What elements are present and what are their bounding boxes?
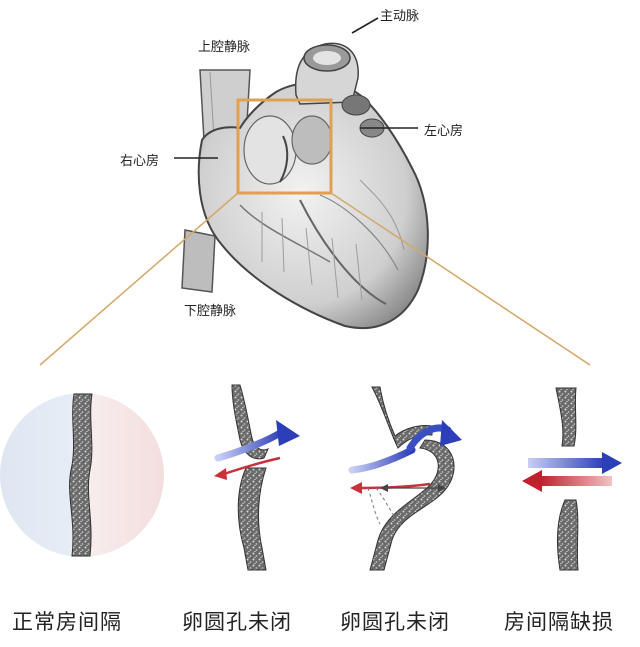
zoom-line-right (330, 192, 591, 366)
superior-vena-cava-label: 上腔静脉 (198, 40, 251, 55)
caption-normal-septum: 正常房间隔 (12, 610, 122, 634)
pfo-1-red-flow-arrow (223, 456, 281, 476)
left-atrium-label: 左心房 (424, 124, 464, 139)
aorta-label: 主动脉 (380, 9, 420, 24)
asd-blue-flow-arrow (528, 458, 604, 468)
normal-septum-wall (69, 393, 93, 557)
aorta-leader-line (351, 17, 379, 34)
pfo-1-septum-upper (231, 384, 270, 460)
septum-highlight-box (236, 98, 333, 195)
pfo-1-septum-lower (237, 467, 267, 571)
pfo-panel-2 (348, 386, 462, 571)
pfo-2-septum-flap (369, 439, 455, 571)
pfo-2-septum-upper (371, 386, 433, 449)
caption-pfo-1: 卵圆孔未闭 (182, 610, 292, 634)
normal-septum-panel (0, 393, 164, 557)
pfo-2-blue-flow-arrow (348, 446, 416, 474)
right-atrium-label: 右心房 (120, 154, 160, 169)
asd-panel (522, 387, 622, 571)
inferior-vena-cava-vessel (181, 229, 216, 293)
pfo-1-blue-flow-arrow (214, 428, 286, 462)
heart-illustration (181, 42, 429, 330)
asd-septum-lower (556, 499, 579, 571)
zoom-line-left (39, 192, 239, 366)
inferior-vena-cava-label: 下腔静脉 (184, 304, 237, 319)
caption-pfo-2: 卵圆孔未闭 (340, 610, 450, 634)
asd-septum-upper (555, 387, 577, 447)
pfo-2-red-flow-arrow (359, 482, 431, 490)
caption-asd: 房间隔缺损 (504, 610, 614, 634)
pfo-panel-1 (214, 384, 300, 571)
asd-red-flow-arrow (540, 476, 612, 486)
